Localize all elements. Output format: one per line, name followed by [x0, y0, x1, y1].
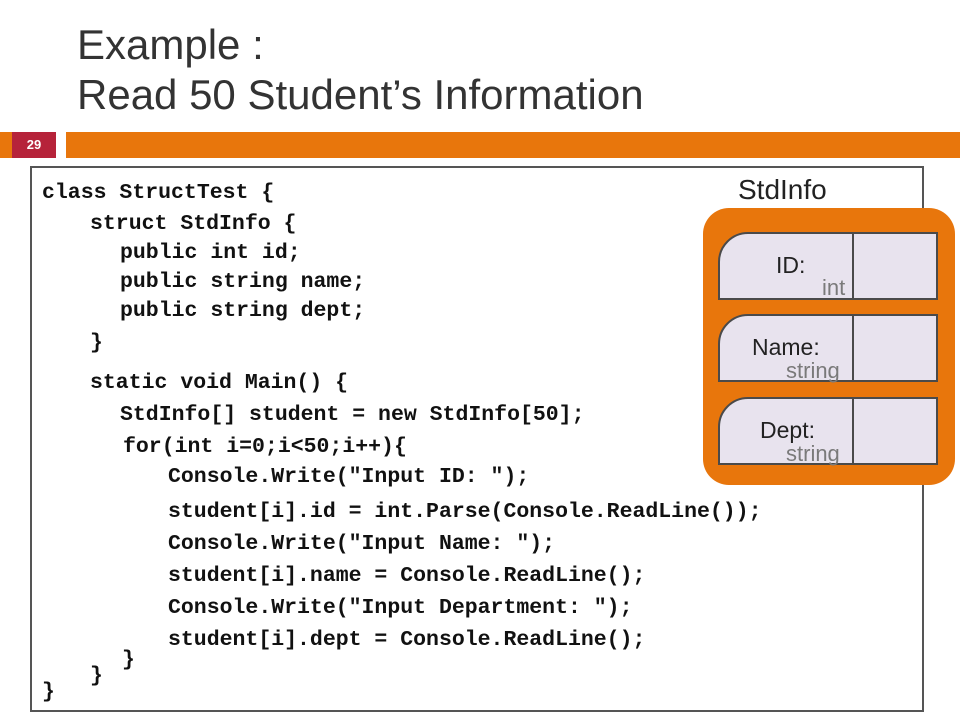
- field-name: Name:: [752, 334, 820, 360]
- code-line-14: Console.Write("Input Department: ");: [168, 596, 633, 620]
- code-line-15: student[i].dept = Console.ReadLine();: [168, 628, 646, 652]
- field-type: string: [786, 441, 840, 466]
- code-line-3: public int id;: [120, 241, 301, 265]
- accent-bar-right: [66, 132, 960, 158]
- code-line-10: Console.Write("Input ID: ");: [168, 465, 530, 489]
- code-line-5: public string dept;: [120, 299, 366, 323]
- code-line-13: student[i].name = Console.ReadLine();: [168, 564, 646, 588]
- slide-number-badge: 29: [12, 132, 56, 158]
- field-label-box: [718, 314, 854, 382]
- code-line-11: student[i].id = int.Parse(Console.ReadLi…: [168, 500, 762, 524]
- accent-bar-left: [0, 132, 12, 158]
- code-line-16: }: [122, 648, 135, 672]
- code-line-17: }: [90, 664, 103, 688]
- field-type: int: [822, 275, 846, 300]
- code-line-4: public string name;: [120, 270, 366, 294]
- slide-title: Example : Read 50 Student’s Information: [77, 20, 644, 120]
- code-line-18: }: [42, 680, 55, 704]
- struct-field-name: Name: string: [718, 314, 938, 383]
- field-label-box: [718, 232, 854, 300]
- field-value-box: [854, 397, 938, 465]
- code-line-6: }: [90, 331, 103, 355]
- code-line-1: class StructTest {: [42, 181, 275, 205]
- slide-title-line-1: Example :: [77, 21, 264, 68]
- field-value-box: [854, 314, 938, 382]
- struct-field-dept: Dept: string: [718, 397, 938, 466]
- field-name: ID:: [776, 252, 806, 278]
- field-name: Dept:: [760, 417, 815, 443]
- code-line-2: struct StdInfo {: [90, 212, 297, 236]
- struct-field-id: ID: int: [718, 232, 938, 300]
- field-type: string: [786, 358, 840, 383]
- code-line-9: for(int i=0;i<50;i++){: [123, 435, 407, 459]
- code-line-12: Console.Write("Input Name: ");: [168, 532, 556, 556]
- code-line-7: static void Main() {: [90, 371, 349, 395]
- field-label-box: [718, 397, 854, 465]
- field-value-box: [854, 232, 938, 300]
- code-line-8: StdInfo[] student = new StdInfo[50];: [120, 403, 585, 427]
- slide-title-line-2: Read 50 Student’s Information: [77, 71, 644, 118]
- struct-diagram-title: StdInfo: [738, 174, 827, 205]
